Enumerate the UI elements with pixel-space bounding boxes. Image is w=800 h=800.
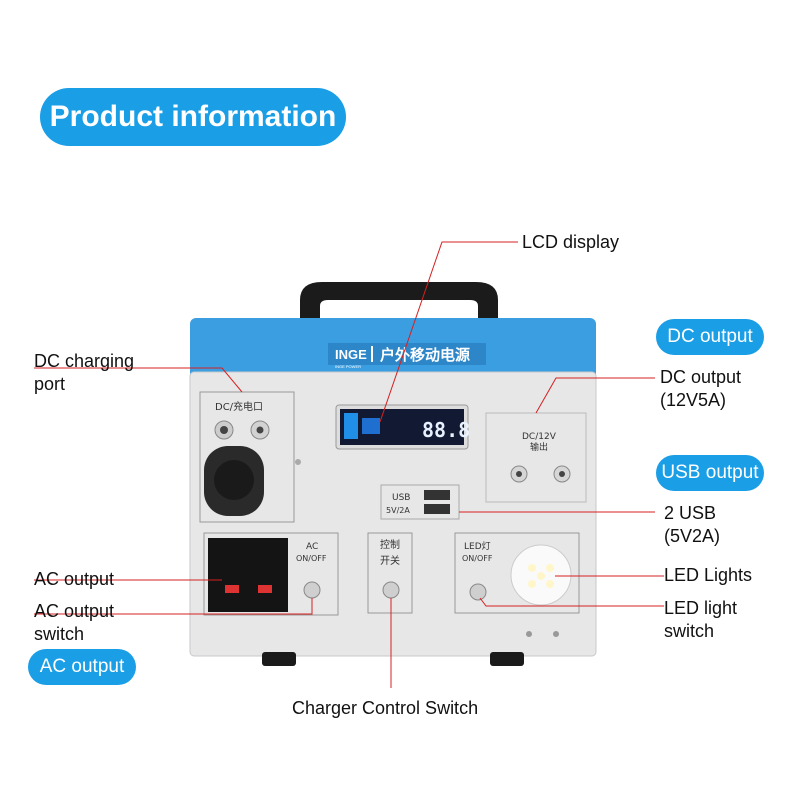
lcd-digits: 88.8 (422, 418, 470, 442)
usb-port-1[interactable] (424, 490, 450, 500)
usb-port-2[interactable] (424, 504, 450, 514)
led-module (454, 532, 580, 614)
usb-sublabel: 5V/2A (386, 506, 410, 515)
callout-dc-charging-port: DC charging port (34, 351, 135, 394)
brand-subtext: INGE POWER (335, 364, 361, 369)
callout-lcd-display: LCD display (522, 232, 620, 252)
callout-ac-output-switch: AC output switch (34, 601, 115, 644)
callout-ac-output: AC output (34, 569, 115, 589)
charger-control-switch[interactable] (382, 581, 400, 599)
led-light-switch[interactable] (469, 583, 487, 601)
callout-led-light-switch: LED light switch (664, 598, 738, 641)
usb-module (380, 484, 460, 520)
callout-usb: 2 USB (5V2A) (664, 503, 721, 546)
led-switch-label: ON/OFF (462, 554, 493, 563)
led-label: LED灯 (464, 541, 491, 552)
carry-handle (300, 282, 498, 320)
ac-switch-label: ON/OFF (296, 554, 327, 563)
brand-divider (371, 346, 373, 362)
dc12-label: DC/12V (522, 432, 557, 442)
dc-output-badge: DC output (656, 319, 764, 355)
usb-label: USB (392, 493, 410, 503)
control-label: 控制 (380, 538, 400, 551)
ac-output-switch[interactable] (303, 581, 321, 599)
ac-output-badge: AC output (28, 649, 136, 685)
callout-led-lights: LED Lights (664, 565, 753, 585)
dc-port-label: DC/充电口 (215, 400, 263, 413)
device-foot (262, 652, 296, 666)
dc-charging-module (199, 391, 295, 523)
ac-module (203, 532, 339, 616)
product-name-cn: 户外移动电源 (380, 346, 470, 364)
usb-output-badge: USB output (656, 455, 764, 491)
callout-charger-control-switch: Charger Control Switch (292, 698, 479, 718)
brand-logo: INGE (335, 347, 367, 362)
callout-dc-output: DC output (12V5A) (660, 367, 742, 410)
product-info-title: Product information (40, 88, 346, 146)
ac-socket[interactable] (208, 538, 288, 612)
dc12-sublabel: 输出 (530, 441, 548, 453)
control-sublabel: 开关 (380, 554, 400, 567)
device-foot (490, 652, 524, 666)
ac-label: AC (306, 542, 318, 552)
control-module (367, 532, 413, 614)
